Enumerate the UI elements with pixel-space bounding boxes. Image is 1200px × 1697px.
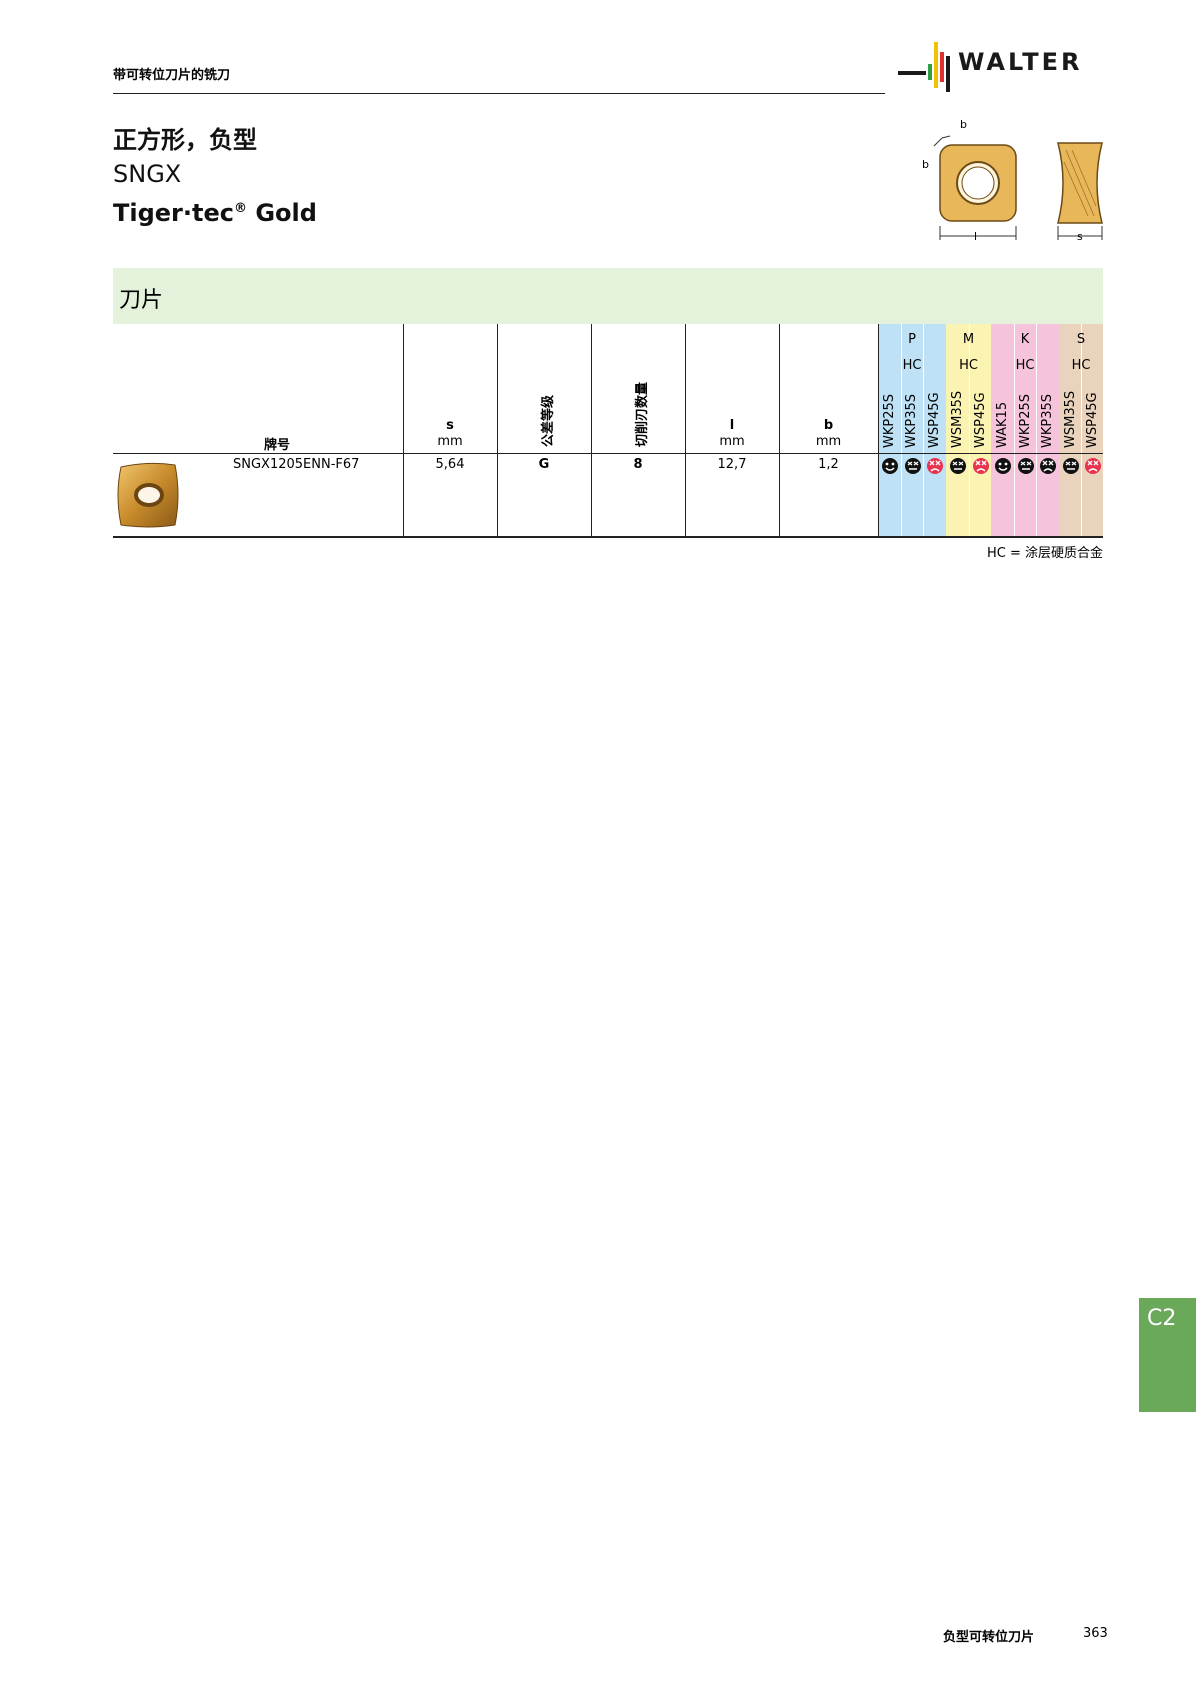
group-p-coating: HC: [902, 358, 922, 373]
header-cutting-edges: 切削刃数量: [635, 381, 650, 447]
suitability-neutral-icon: [950, 458, 966, 474]
designation-cell: SNGX1205ENN-F67: [233, 457, 360, 472]
page-number: 363: [1083, 1626, 1108, 1641]
page-title-code: SNGX: [113, 160, 182, 188]
dim-l: l: [974, 230, 977, 243]
header-b-unit: mm: [815, 434, 842, 449]
group-p-letter: P: [908, 332, 916, 347]
b-value: 1,2: [818, 457, 839, 472]
header-designation: 牌号: [263, 438, 290, 453]
grade-s-wsp45g: WSP45G: [1085, 392, 1100, 448]
dim-b-top: b: [960, 118, 967, 131]
header-b-symbol: b: [823, 418, 834, 433]
header-row-rule: [113, 453, 1103, 454]
header-rule: [113, 93, 885, 94]
logo-bars-icon: [898, 42, 950, 92]
header-s-symbol: s: [446, 418, 454, 433]
header-l-unit: mm: [719, 434, 745, 449]
header-tolerance: 公差等级: [541, 394, 556, 447]
footer-chapter-title: 负型可转位刀片: [943, 1630, 1035, 1645]
section-heading-inserts: 刀片: [113, 268, 1103, 324]
logo-text: WALTER: [958, 48, 1083, 76]
group-s-letter: S: [1076, 332, 1086, 347]
grade-p-wsp45g: WSP45G: [927, 392, 942, 448]
suitability-happy-icon: [882, 458, 898, 474]
document-section-title: 带可转位刀片的铣刀: [113, 68, 231, 83]
grade-s-wsm35s: WSM35S: [1063, 390, 1078, 448]
l-value: 12,7: [717, 457, 747, 472]
page-title-product: Tiger·tec® Gold: [113, 199, 317, 227]
grade-k-wak15: WAK15: [995, 401, 1010, 448]
suitability-poor-icon: [973, 458, 989, 474]
group-m-coating: HC: [959, 358, 978, 373]
table-bottom-rule: [113, 536, 1103, 538]
group-m-letter: M: [962, 332, 975, 347]
grade-m-wsm35s: WSM35S: [950, 390, 965, 448]
suitability-poor-icon: [1085, 458, 1101, 474]
page-title-shape: 正方形，负型: [113, 126, 257, 154]
suitability-neutral-x-icon: [1040, 458, 1056, 474]
grade-m-wsp45g: WSP45G: [973, 392, 988, 448]
group-k-letter: K: [1020, 332, 1030, 347]
suitability-neutral-icon: [1063, 458, 1079, 474]
header-l-symbol: l: [729, 418, 735, 433]
dim-s: s: [1077, 230, 1083, 243]
chapter-tab-c2[interactable]: C2: [1139, 1298, 1196, 1412]
insert-table: 牌号 s mm 公差等级 切削刃数量 l mm b mm P HC M HC K…: [113, 324, 1103, 538]
grade-p-wkp25s: WKP25S: [882, 393, 897, 448]
insert-photo: [113, 459, 183, 531]
group-k-coating: HC: [1015, 358, 1035, 373]
suitability-happy-icon: [995, 458, 1011, 474]
coating-footnote: HC = 涂层硬质合金: [986, 546, 1103, 561]
cutting-edges-value: 8: [633, 457, 643, 472]
group-s-coating: HC: [1071, 358, 1091, 373]
tolerance-value: G: [538, 457, 550, 472]
grade-k-wkp25s: WKP25S: [1018, 393, 1033, 448]
grade-p-wkp35s: WKP35S: [904, 393, 919, 448]
walter-logo: WALTER: [898, 38, 1103, 94]
suitability-poor-icon: [927, 458, 943, 474]
insert-diagram: b b l s: [920, 118, 1110, 248]
suitability-neutral-icon: [1018, 458, 1034, 474]
grade-k-wkp35s: WKP35S: [1040, 393, 1055, 448]
dim-b-left: b: [922, 158, 929, 171]
header-s-unit: mm: [437, 434, 463, 449]
suitability-neutral-icon: [905, 458, 921, 474]
group-p-bg: [878, 324, 946, 538]
s-value: 5,64: [435, 457, 465, 472]
group-m-bg: [946, 324, 991, 538]
group-k-bg: [991, 324, 1059, 538]
